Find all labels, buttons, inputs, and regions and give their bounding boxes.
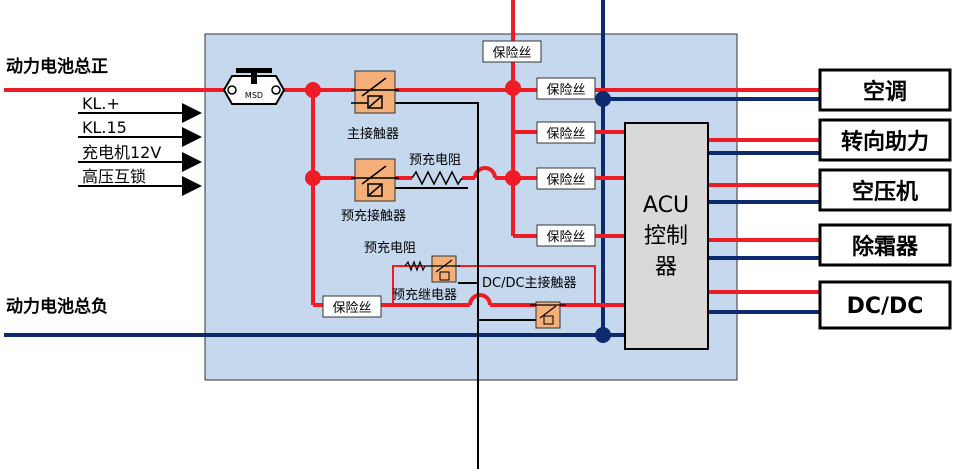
load-box: 空调 xyxy=(818,68,952,112)
main-contactor-label: 主接触器 xyxy=(347,126,399,142)
load-label: 转向助力 xyxy=(841,129,929,155)
load-box: 转向助力 xyxy=(818,118,952,162)
precharge-relay-loop xyxy=(392,265,596,305)
fuse: 保险丝 xyxy=(322,295,382,318)
precharge-resistor-icon xyxy=(411,170,463,186)
signal-label: KL.+ xyxy=(82,94,120,113)
signal-label: 充电机12V xyxy=(82,143,161,162)
load-label: 空调 xyxy=(863,79,907,105)
acu-controller: ACU 控制 器 xyxy=(624,122,709,350)
fuse: 保险丝 xyxy=(536,167,596,190)
negative-bus-label: 动力电池总负 xyxy=(6,296,108,317)
dcdc-contactor xyxy=(530,301,566,329)
signal-label: 高压互锁 xyxy=(82,167,146,186)
load-label: 空压机 xyxy=(852,179,918,205)
msd-disconnect: MSD xyxy=(222,68,286,105)
acu-label: 器 xyxy=(655,255,677,280)
msd-label: MSD xyxy=(245,91,263,100)
negative-junctions xyxy=(595,91,611,343)
dcdc-contactor-label: DC/DC主接触器 xyxy=(482,275,577,291)
control-wire xyxy=(385,102,536,469)
acu-label: 控制 xyxy=(644,224,688,249)
fuse: 保险丝 xyxy=(482,40,542,63)
load-box: 空压机 xyxy=(818,168,952,212)
load-box: 除霜器 xyxy=(818,223,952,267)
fuse: 保险丝 xyxy=(536,77,596,100)
precharge-relay-label: 预充继电器 xyxy=(392,287,457,303)
main-contactor xyxy=(351,70,399,114)
precharge-relay xyxy=(425,255,460,283)
positive-bus-label: 动力电池总正 xyxy=(6,56,108,77)
precharge-contactor xyxy=(351,158,399,202)
fuse-label: 保险丝 xyxy=(546,230,585,245)
fuse-label: 保险丝 xyxy=(546,173,585,188)
fuse-label: 保险丝 xyxy=(332,301,371,316)
acu-label: ACU xyxy=(643,193,689,218)
fuse-label: 保险丝 xyxy=(492,46,531,61)
load-box: DC/DC xyxy=(818,280,952,330)
negative-wiring xyxy=(4,0,820,337)
positive-junctions xyxy=(305,80,521,186)
fuse-label: 保险丝 xyxy=(546,83,585,98)
load-label: DC/DC xyxy=(847,294,924,319)
precharge-resistor-label: 预充电阻 xyxy=(409,152,461,168)
fuse: 保险丝 xyxy=(536,224,596,247)
signal-label: KL.15 xyxy=(82,118,127,137)
fuse-label: 保险丝 xyxy=(546,127,585,142)
precharge-resistor-small-icon xyxy=(404,260,426,272)
precharge-contactor-label: 预充接触器 xyxy=(341,208,406,224)
signal-arrows xyxy=(78,103,202,196)
precharge-resistor-label-2: 预充电阻 xyxy=(364,240,416,256)
fuse: 保险丝 xyxy=(536,121,596,144)
load-label: 除霜器 xyxy=(852,234,919,260)
